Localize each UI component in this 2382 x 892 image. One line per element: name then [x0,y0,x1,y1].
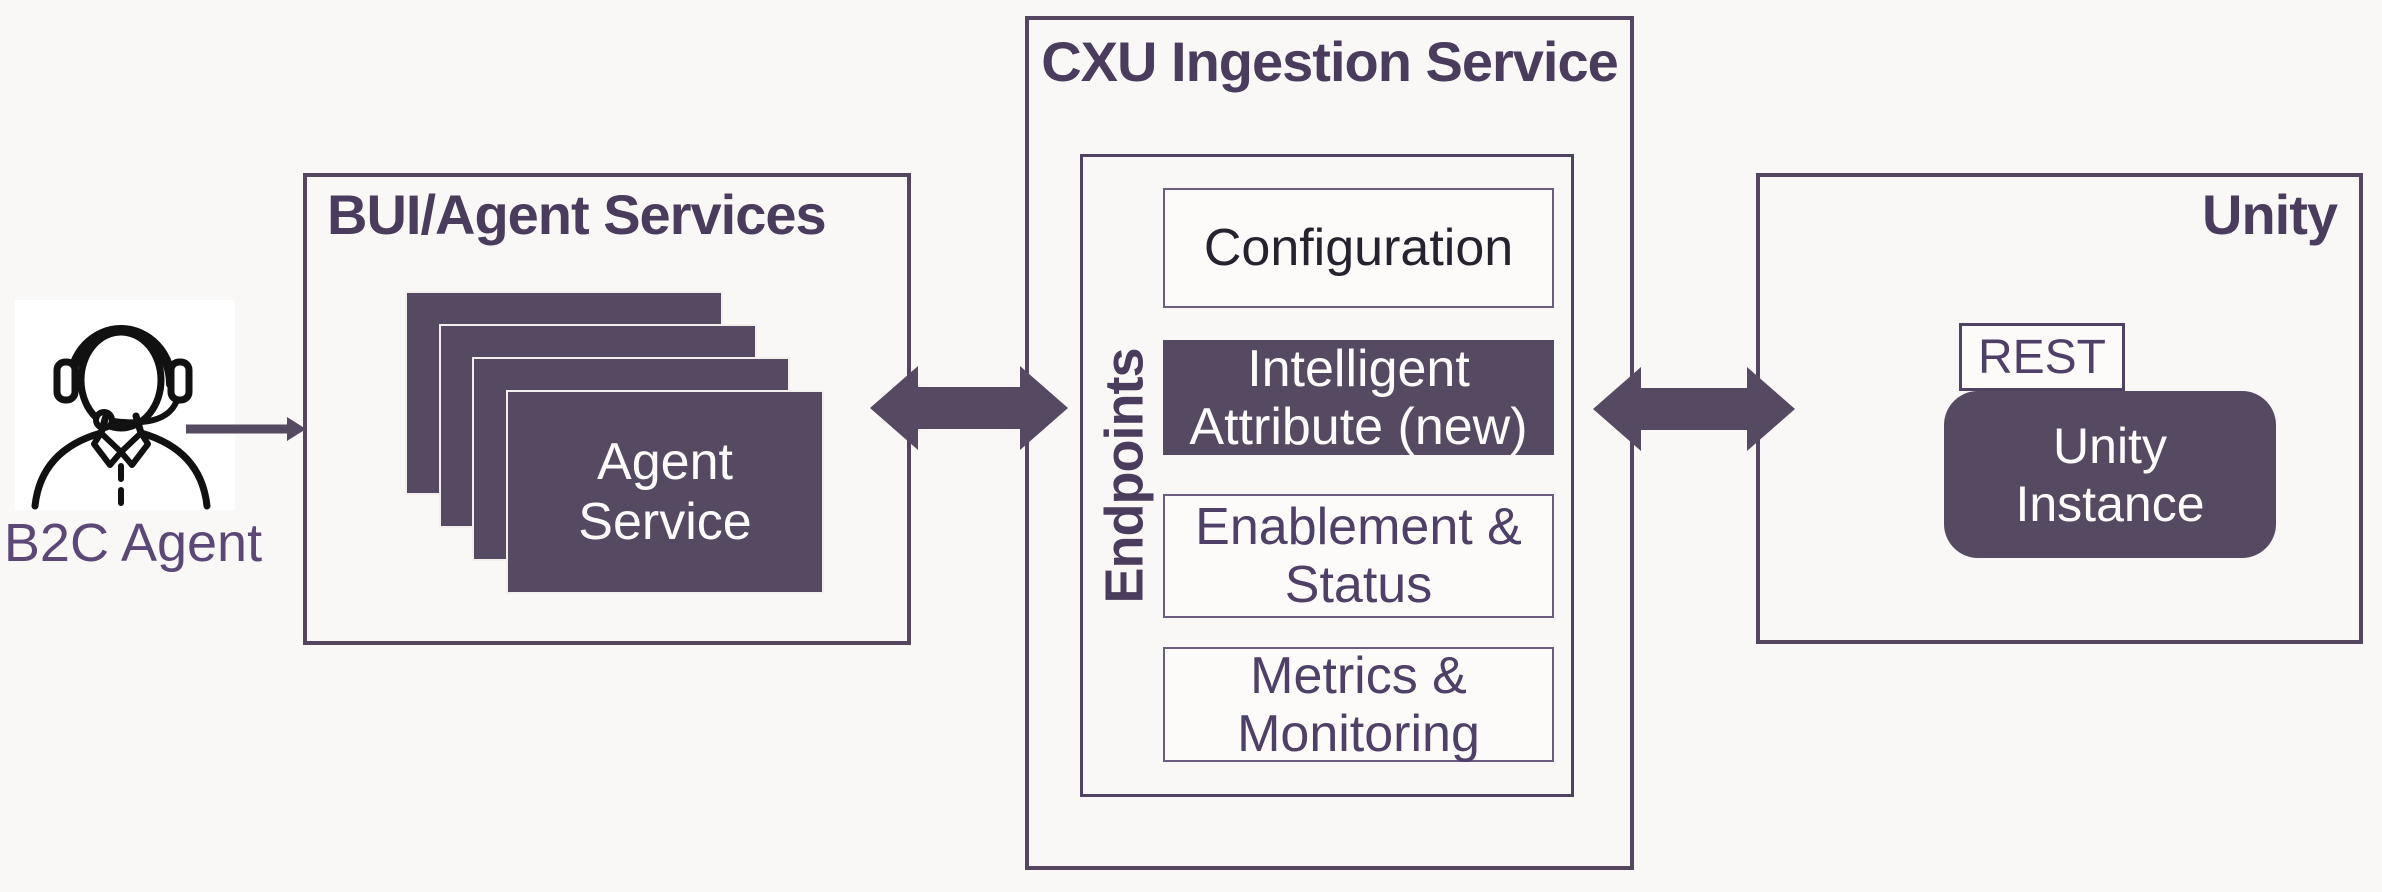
endpoint-intelligent-attribute-line2: Attribute (new) [1189,397,1528,456]
rest-label: REST [1977,330,2106,384]
unity-box: Unity [1756,173,2363,644]
agent-service-card: Agent Service [506,390,824,594]
endpoint-enablement-status: Enablement & Status [1163,494,1554,618]
arrow-bui-cxu-bidirectional [870,366,1068,450]
cxu-box-title: CXU Ingestion Service [1041,30,1619,93]
arrow-b2c-to-bui [186,417,306,441]
unity-box-title: Unity [2202,183,2338,246]
arrow-cxu-unity-bidirectional [1593,367,1795,451]
endpoint-intelligent-attribute: Intelligent Attribute (new) [1163,339,1554,456]
endpoint-metrics-monitoring: Metrics & Monitoring [1163,646,1554,763]
unity-instance-box: Unity Instance [1944,391,2276,558]
bui-agent-services-box: BUI/Agent Services Agent Service [303,173,911,645]
endpoint-enablement-status-line2: Status [1284,556,1433,614]
unity-instance-line2: Instance [2015,475,2205,532]
agent-service-label-line1: Agent [597,433,733,491]
endpoints-label-wrap: Endpoints [1083,157,1165,794]
agent-headset-icon [31,325,211,510]
b2c-agent-icon [15,300,235,510]
endpoints-box: Endpoints Configuration Intelligent Attr… [1080,154,1574,797]
endpoint-intelligent-attribute-line1: Intelligent [1247,339,1470,398]
endpoint-configuration: Configuration [1163,188,1554,308]
rest-box: REST [1959,323,2125,391]
agent-service-label-line2: Service [578,493,752,551]
endpoints-label: Endpoints [1094,348,1154,603]
endpoint-enablement-status-line1: Enablement & [1195,498,1522,556]
endpoint-metrics-monitoring-line2: Monitoring [1237,704,1480,763]
endpoint-configuration-line1: Configuration [1203,219,1514,277]
endpoint-metrics-monitoring-line1: Metrics & [1250,646,1467,705]
cxu-ingestion-service-box: CXU Ingestion Service [1025,16,1634,870]
unity-instance-line1: Unity [2053,417,2167,474]
b2c-agent-label: B2C Agent [3,513,263,573]
bui-box-title: BUI/Agent Services [327,183,827,246]
